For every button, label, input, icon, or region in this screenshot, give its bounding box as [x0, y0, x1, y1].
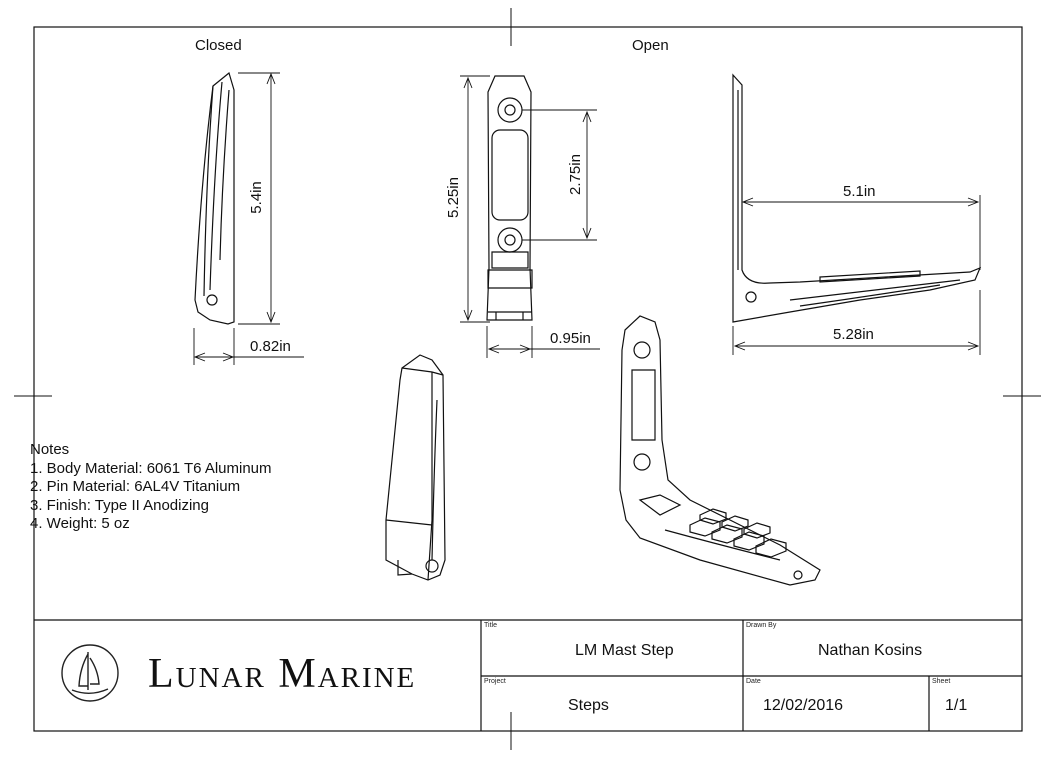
- company-name: Lunar Marine: [148, 650, 416, 698]
- open-total-length-dimension: 5.28in: [832, 326, 875, 343]
- open-view-label: Open: [632, 37, 669, 54]
- closed-dimension-lines: [193, 72, 304, 365]
- date-value: 12/02/2016: [763, 697, 844, 714]
- closed-width-dimension: 0.82in: [249, 338, 292, 355]
- title-caption: Title: [484, 622, 497, 629]
- note-item: 1. Body Material: 6061 T6 Aluminum: [30, 459, 272, 477]
- closed-view-label: Closed: [195, 37, 242, 54]
- sailboat-logo-icon: [61, 644, 119, 702]
- drawn-by-caption: Drawn By: [746, 622, 777, 629]
- project-value: Steps: [568, 697, 609, 714]
- open-front-view: [486, 75, 533, 321]
- tread-pattern: [689, 508, 787, 558]
- front-height-dimension: 5.25in: [444, 177, 462, 218]
- date-caption: Date: [746, 678, 761, 685]
- notes-block: Notes 1. Body Material: 6061 T6 Aluminum…: [30, 441, 272, 534]
- note-item: 2. Pin Material: 6AL4V Titanium: [30, 478, 241, 495]
- note-item: 3. Finish: Type II Anodizing: [30, 496, 209, 514]
- sheet-caption: Sheet: [932, 678, 951, 685]
- closed-side-view: [194, 71, 235, 325]
- front-width-dimension: 0.95in: [549, 330, 592, 347]
- company-name-text: Lunar Marine: [148, 651, 417, 697]
- open-isometric-view: [619, 315, 821, 586]
- open-side-dimension-lines: [732, 195, 981, 355]
- notes-heading: Notes: [30, 441, 70, 458]
- drawn-by-value: Nathan Kosins: [818, 642, 923, 659]
- note-item: 4. Weight: 5 oz: [30, 515, 130, 532]
- center-marks: [14, 8, 1041, 750]
- closed-isometric-view: [385, 354, 446, 581]
- project-caption: Project: [484, 678, 506, 685]
- sheet-border: [33, 26, 1023, 732]
- open-step-length-dimension: 5.1in: [842, 183, 877, 200]
- hole-spacing-dimension: 2.75in: [566, 154, 584, 195]
- closed-height-dimension: 5.4in: [247, 181, 265, 214]
- open-side-view: [732, 73, 982, 323]
- open-front-dimension-lines: [460, 75, 600, 358]
- title-value: LM Mast Step: [575, 642, 674, 659]
- title-block-frame: [34, 619, 1022, 731]
- sheet-value: 1/1: [945, 697, 968, 714]
